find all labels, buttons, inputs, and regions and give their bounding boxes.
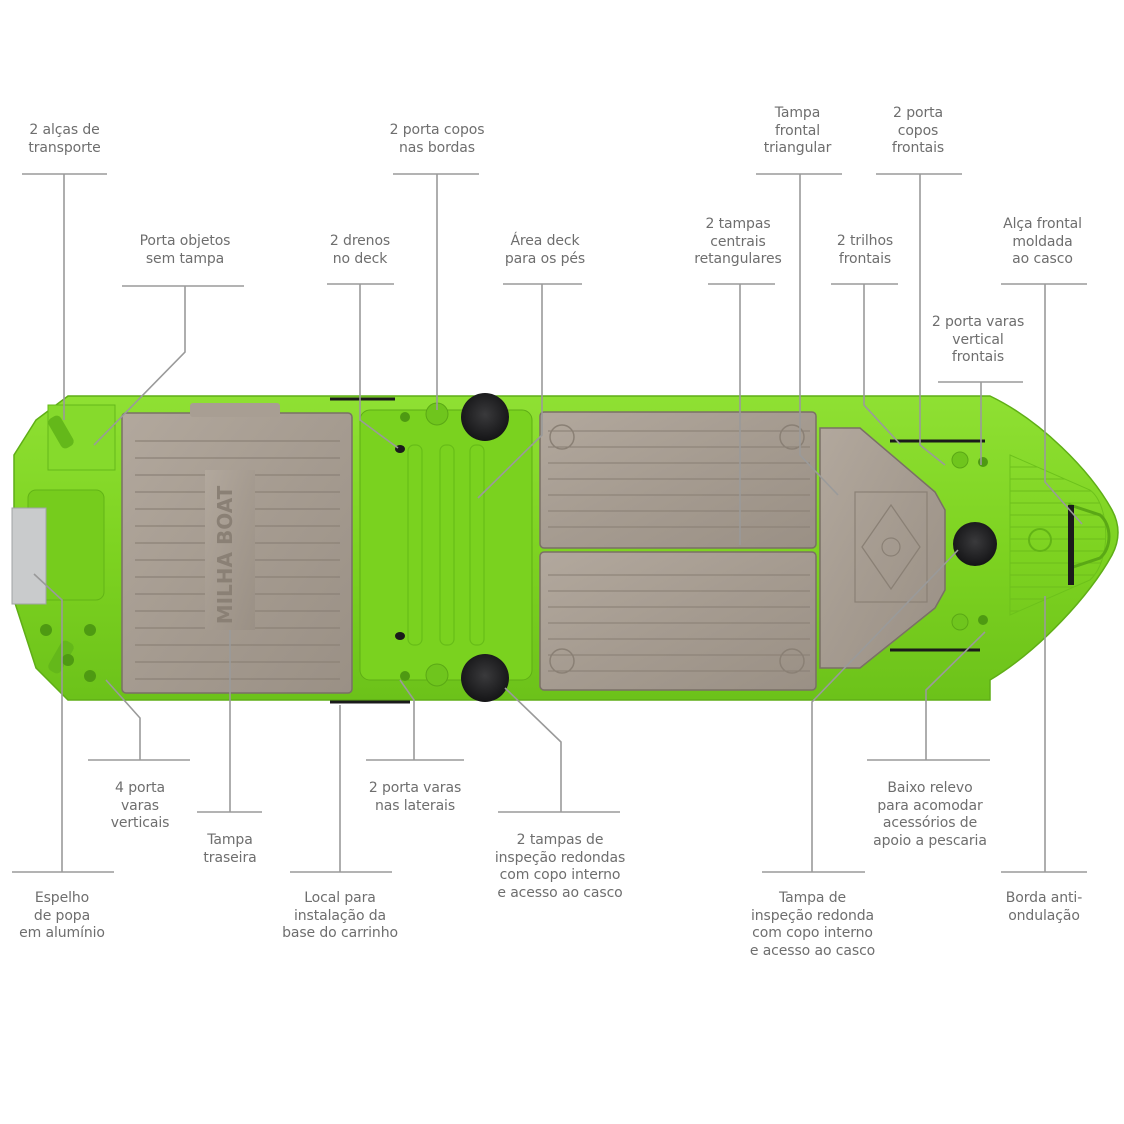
callout-porta-varas-laterais: 2 porta varas nas laterais — [368, 780, 462, 814]
central-lid-bottom — [539, 551, 817, 691]
front-triangular-lid — [819, 427, 946, 669]
callout-espelho-popa: Espelho de popa em alumínio — [19, 890, 105, 941]
callout-baixo-relevo: Baixo relevo para acomodar acessórios de… — [873, 780, 987, 849]
aluminum-transom — [11, 507, 47, 605]
callout-porta-varas-vertical-frontais: 2 porta varas vertical frontais — [931, 314, 1025, 365]
callout-porta-copos-frontais: 2 porta copos frontais — [891, 105, 945, 156]
callout-porta-objetos: Porta objetos sem tampa — [139, 233, 231, 267]
round-hatches — [461, 393, 997, 702]
callout-tampa-inspecao-redonda: Tampa de inspeção redonda com copo inter… — [749, 890, 876, 959]
rear-lid: MILHA BOAT — [121, 403, 353, 694]
callout-trilhos-frontais: 2 trilhos frontais — [836, 233, 894, 267]
callout-tampa-traseira: Tampa traseira — [203, 832, 257, 866]
callout-porta-copos-bordas: 2 porta copos nas bordas — [389, 122, 485, 156]
callout-area-deck-pes: Área deck para os pés — [504, 233, 586, 267]
callout-porta-varas-verticais: 4 porta varas verticais — [110, 780, 170, 831]
callout-borda-anti-ondulacao: Borda anti- ondulação — [1005, 890, 1083, 924]
callout-alcas-transporte: 2 alças de transporte — [28, 122, 101, 156]
callout-tampas-inspecao: 2 tampas de inspeção redondas com copo i… — [494, 832, 626, 901]
callout-drenos-deck: 2 drenos no deck — [329, 233, 391, 267]
callout-alca-frontal: Alça frontal moldada ao casco — [1003, 216, 1082, 267]
callout-local-carrinho: Local para instalação da base do carrinh… — [282, 890, 398, 941]
leader-lines — [12, 173, 1087, 873]
central-lid-top — [539, 411, 817, 549]
callout-tampa-frontal: Tampa frontal triangular — [763, 105, 832, 156]
callout-tampas-centrais: 2 tampas centrais retangulares — [694, 216, 782, 267]
milha-boat-logo: MILHA BOAT — [213, 485, 237, 624]
